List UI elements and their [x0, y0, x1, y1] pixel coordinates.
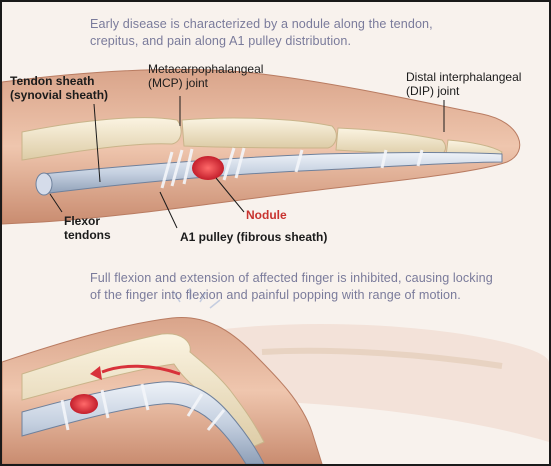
caption-bottom: Full flexion and extension of affected f…: [90, 270, 540, 304]
label-dip-joint: Distal interphalangeal (DIP) joint: [406, 70, 521, 98]
label-flexor-tendons: Flexor tendons: [64, 214, 111, 242]
caption-top-line2: crepitus, and pain along A1 pulley distr…: [90, 33, 530, 50]
nodule-top: [192, 156, 224, 180]
label-mcp-line2: (MCP) joint: [148, 76, 263, 90]
label-nodule: Nodule: [246, 208, 287, 222]
label-dip-line2: (DIP) joint: [406, 84, 521, 98]
nodule-bottom: [70, 394, 98, 414]
label-tendon-sheath-line2: (synovial sheath): [10, 88, 108, 102]
label-tendon-sheath-line1: Tendon sheath: [10, 74, 108, 88]
caption-bottom-line2: of the finger into flexion and painful p…: [90, 287, 540, 304]
label-dip-line1: Distal interphalangeal: [406, 70, 521, 84]
label-flexor-line2: tendons: [64, 228, 111, 242]
caption-top: Early disease is characterized by a nodu…: [90, 16, 530, 50]
caption-top-line1: Early disease is characterized by a nodu…: [90, 16, 530, 33]
label-mcp-line1: Metacarpophalangeal: [148, 62, 263, 76]
tendon-cut-end: [36, 173, 52, 195]
label-a1-pulley: A1 pulley (fibrous sheath): [180, 230, 327, 244]
caption-bottom-line1: Full flexion and extension of affected f…: [90, 270, 540, 287]
label-mcp-joint: Metacarpophalangeal (MCP) joint: [148, 62, 263, 90]
flexed-finger: [2, 288, 549, 464]
label-flexor-line1: Flexor: [64, 214, 111, 228]
label-tendon-sheath: Tendon sheath (synovial sheath): [10, 74, 108, 102]
proximal-phalanx: [182, 118, 336, 148]
